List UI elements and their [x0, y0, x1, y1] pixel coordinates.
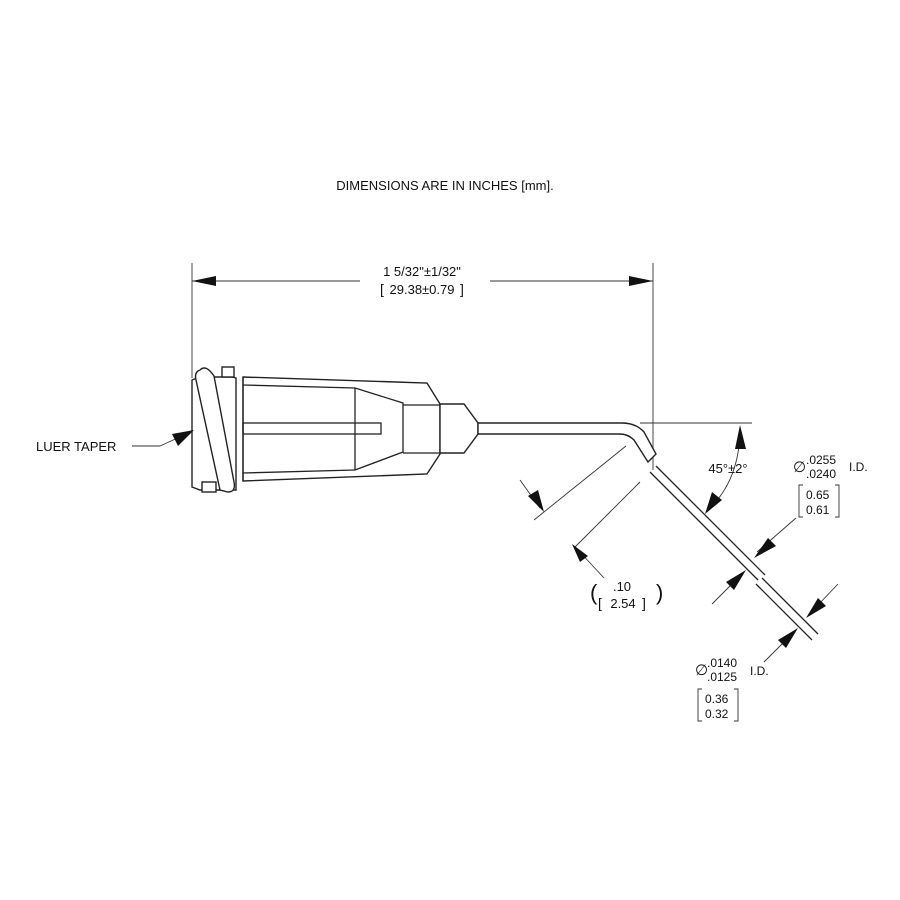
luer-hub	[191, 366, 479, 493]
drawing-title: DIMENSIONS ARE IN INCHES [mm].	[336, 178, 553, 193]
svg-text:]: ]	[460, 281, 464, 297]
diameter-icon: ∅	[793, 459, 806, 476]
od-mm-upper: 0.65	[806, 488, 830, 502]
arrow-left-icon	[192, 276, 216, 286]
svg-text:]: ]	[642, 595, 646, 611]
outer-diameter-dimension: ∅ .0255 .0240 I.D. 0.65 0.61	[711, 453, 868, 605]
length-inch: 1 5/32"±1/32"	[383, 264, 461, 279]
cannula	[477, 422, 657, 464]
diameter-icon: ∅	[695, 662, 708, 679]
length-dimension: 1 5/32"±1/32" [ 29.38±0.79 ]	[191, 263, 654, 470]
arrow-right-icon	[629, 276, 653, 286]
od-mm-lower: 0.61	[806, 503, 830, 517]
angle-dimension: 45°±2°	[705, 425, 748, 514]
luer-taper-label: LUER TAPER	[36, 439, 116, 454]
bend-inch: .10	[613, 579, 631, 594]
cannula-tip-section	[649, 465, 819, 641]
id-suffix: I.D.	[750, 664, 769, 678]
svg-text:[: [	[598, 595, 602, 611]
svg-text:[: [	[380, 281, 384, 297]
id-mm-upper: 0.36	[705, 692, 729, 706]
angle-value: 45°±2°	[708, 461, 747, 476]
bend-dimension: ( .10 [ 2.54 ] )	[519, 445, 663, 611]
svg-text:(: (	[590, 580, 598, 605]
svg-text:): )	[656, 580, 663, 605]
bend-mm: 2.54	[610, 596, 635, 611]
od-lower: .0240	[806, 467, 836, 481]
length-mm: 29.38±0.79	[390, 282, 455, 297]
inner-diameter-dimension: ∅ .0140 .0125 I.D. 0.36 0.32	[695, 583, 839, 722]
od-upper: .0255	[806, 453, 836, 467]
id-lower: .0125	[707, 670, 737, 684]
id-upper: .0140	[707, 656, 737, 670]
leader-arrow-icon	[172, 430, 194, 446]
od-suffix: I.D.	[849, 460, 868, 474]
id-mm-lower: 0.32	[705, 707, 729, 721]
